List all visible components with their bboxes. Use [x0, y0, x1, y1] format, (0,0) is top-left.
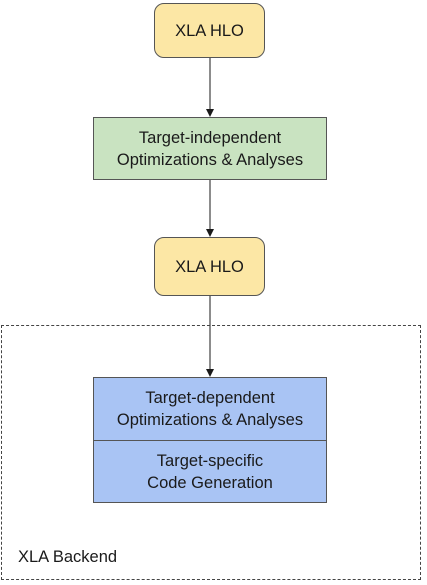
- xla-hlo-node-middle: XLA HLO: [154, 237, 265, 296]
- xla-hlo-top-label: XLA HLO: [175, 21, 244, 40]
- target-dependent-line-1: Target-dependent: [145, 389, 275, 407]
- code-generation-line-2: Code Generation: [147, 473, 273, 492]
- target-dependent-node: Target-dependent Optimizations & Analyse…: [93, 377, 327, 441]
- target-dependent-line-2: Optimizations & Analyses: [116, 411, 304, 429]
- xla-backend-label: XLA Backend: [18, 548, 118, 566]
- xla-hlo-node-top: XLA HLO: [154, 3, 265, 58]
- code-generation-node: Target-specific Code Generation: [93, 440, 327, 503]
- target-independent-line-1: Target-independent: [138, 128, 282, 147]
- target-independent-node: Target-independent Optimizations & Analy…: [93, 117, 327, 180]
- xla-hlo-middle-label: XLA HLO: [175, 257, 244, 276]
- target-independent-line-2: Optimizations & Analyses: [116, 150, 304, 169]
- xla-backend-group: [1, 325, 421, 580]
- code-generation-line-1: Target-specific: [156, 451, 264, 470]
